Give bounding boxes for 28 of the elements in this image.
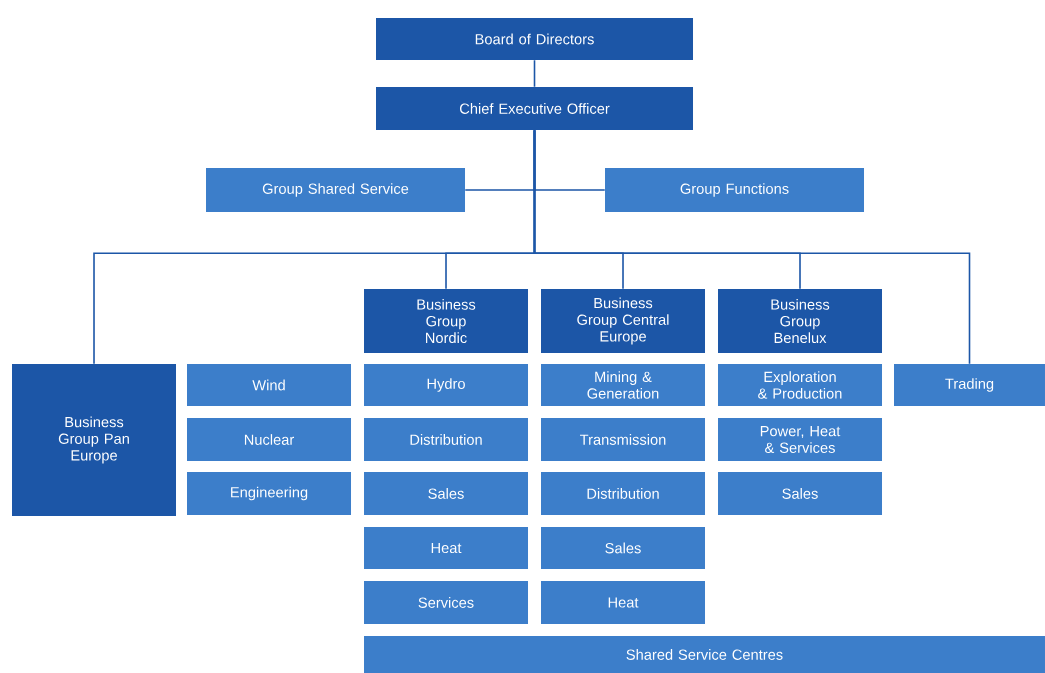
unit-box: Wind: [187, 364, 351, 406]
unit-box: Services: [364, 581, 528, 624]
group-box: Business Group Central Europe: [541, 289, 705, 353]
unit-box: Mining & Generation: [541, 364, 705, 406]
unit-box: Sales: [541, 527, 705, 569]
unit-box: Hydro: [364, 364, 528, 406]
unit-box: Nuclear: [187, 418, 351, 461]
group-box: Chief Executive Officer: [376, 87, 693, 130]
unit-box: Shared Service Centres: [364, 636, 1045, 673]
connector-line: [533, 129, 971, 365]
unit-box: Trading: [894, 364, 1045, 406]
unit-box: Group Functions: [605, 168, 864, 212]
unit-box: Exploration & Production: [718, 364, 882, 406]
group-box: Business Group Benelux: [718, 289, 882, 353]
unit-box: Heat: [364, 527, 528, 569]
unit-box: Distribution: [541, 472, 705, 515]
unit-box: Distribution: [364, 418, 528, 461]
unit-box: Sales: [718, 472, 882, 515]
unit-box: Heat: [541, 581, 705, 624]
group-box: Business Group Pan Europe: [12, 364, 176, 516]
unit-box: Transmission: [541, 418, 705, 461]
unit-box: Power, Heat & Services: [718, 418, 882, 461]
unit-box: Group Shared Service: [206, 168, 465, 212]
unit-box: Engineering: [187, 472, 351, 515]
group-box: Board of Directors: [376, 18, 693, 60]
connector-line: [533, 59, 536, 88]
group-box: Business Group Nordic: [364, 289, 528, 353]
unit-box: Sales: [364, 472, 528, 515]
